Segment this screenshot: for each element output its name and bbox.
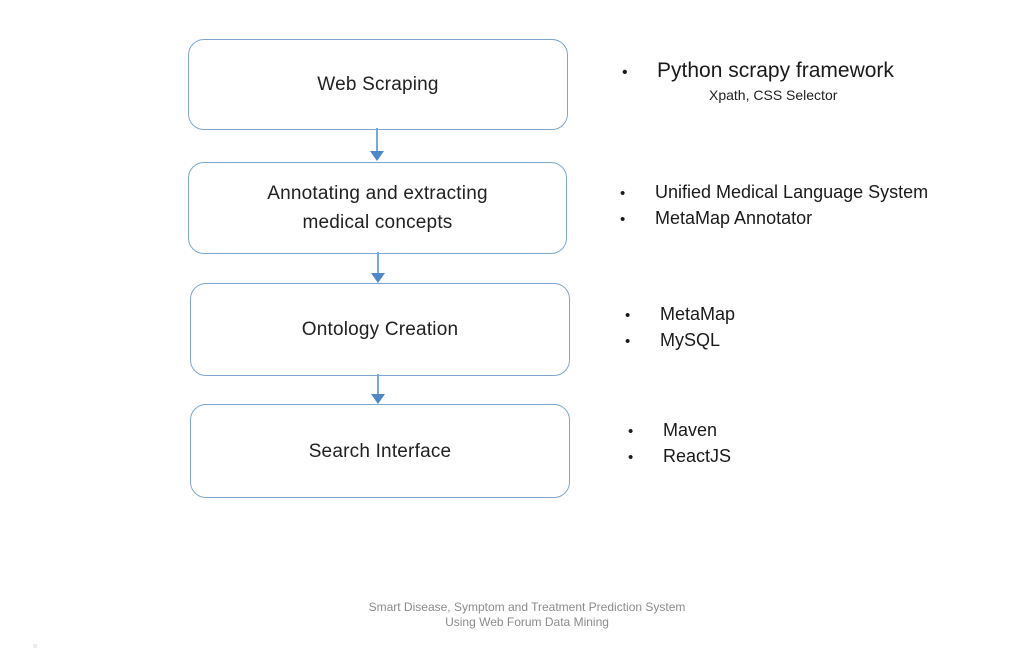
stray-pixel-artifact [33,644,37,648]
caption-line-1: Smart Disease, Symptom and Treatment Pre… [368,600,686,614]
arrow-down-icon [371,394,385,404]
arrow-shaft [377,374,379,394]
bullet-group-search: • Maven • ReactJS [628,417,731,469]
flow-box-web-scraping: Web Scraping [188,39,568,130]
arrow-down-icon [371,273,385,283]
flow-box-label: medical concepts [302,212,453,233]
flow-box-search-interface: Search Interface [190,404,570,498]
bullet-text: ReactJS [663,446,732,466]
bullet-group-web-scraping: • Python scrapy framework Xpath, CSS Sel… [622,57,894,105]
bullet-group-annotating: • Unified Medical Language System • Meta… [620,179,928,231]
flow-arrow-1 [369,128,385,161]
arrow-shaft [377,252,379,273]
bullet-text: Unified Medical Language System [655,182,929,202]
flow-box-label: Web Scraping [317,74,439,95]
bullet-icon: • [628,423,634,440]
bullet-icon: • [622,64,628,81]
slide-caption: Smart Disease, Symptom and Treatment Pre… [277,600,777,630]
bullet-group-ontology: • MetaMap • MySQL [625,301,735,353]
flow-arrow-2 [370,252,386,283]
list-item: • Unified Medical Language System [620,179,928,205]
list-item: • MySQL [625,327,735,353]
bullet-text: MySQL [660,330,721,350]
arrow-shaft [376,128,378,151]
list-item: • MetaMap Annotator [620,205,928,231]
bullet-text: Python scrapy framework [657,59,894,82]
flow-box-ontology-creation: Ontology Creation [190,283,570,376]
bullet-subtext: Xpath, CSS Selector [709,87,838,103]
bullet-icon: • [620,211,626,228]
flow-box-label: Ontology Creation [301,319,459,340]
bullet-text: Maven [663,420,718,440]
flow-arrow-3 [370,374,386,404]
bullet-icon: • [625,333,631,350]
arrow-down-icon [370,151,384,161]
bullet-text: MetaMap Annotator [655,208,813,228]
caption-line-2: Using Web Forum Data Mining [445,615,609,629]
flow-box-label: Search Interface [308,440,452,462]
list-item: • MetaMap [625,301,735,327]
flow-box-label: Annotating and extracting [267,183,488,204]
bullet-icon: • [628,449,634,466]
list-item: • Python scrapy framework [622,57,894,85]
flow-box-annotating-extracting: Annotating and extracting medical concep… [188,162,567,254]
bullet-text: MetaMap [660,304,736,324]
bullet-icon: • [620,185,626,202]
list-item: • ReactJS [628,443,731,469]
bullet-icon: • [625,307,631,324]
list-item: • Maven [628,417,731,443]
